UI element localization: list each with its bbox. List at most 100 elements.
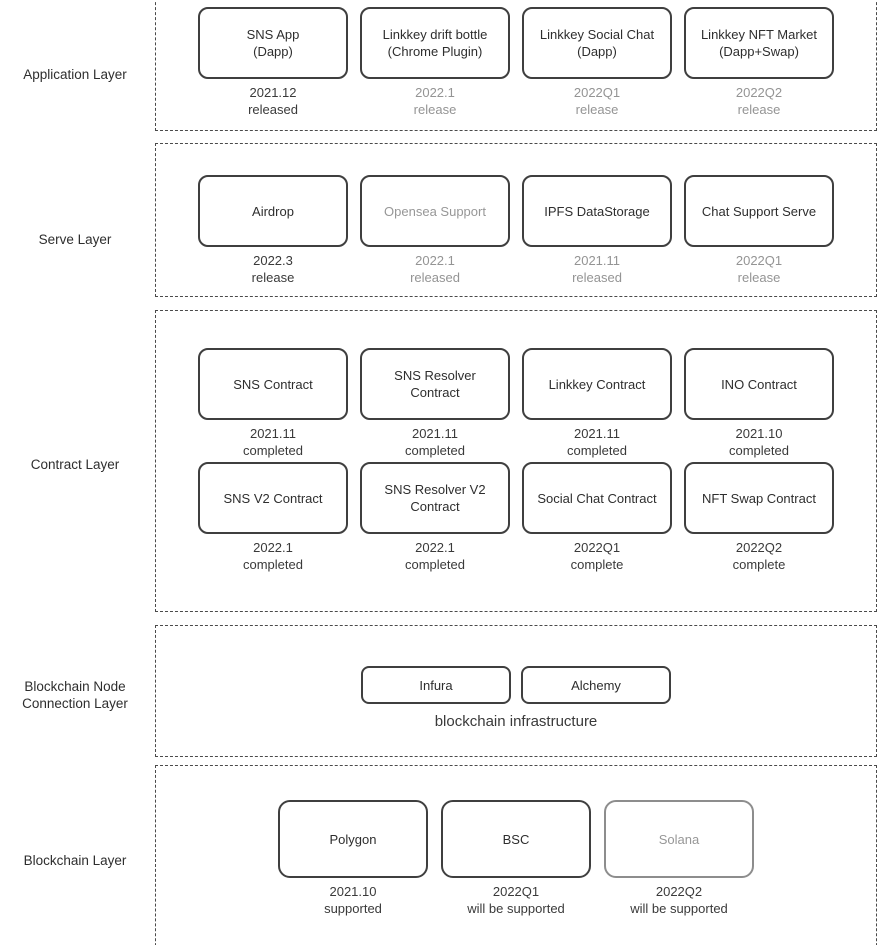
caption-status: completed (243, 443, 303, 458)
title-line: Contract (410, 499, 460, 514)
item-title: Linkkey drift bottle (Chrome Plugin) (383, 26, 488, 60)
title-line: Airdrop (252, 203, 294, 219)
item-caption: 2022.1 completed (243, 539, 303, 573)
item-box: Airdrop (198, 175, 348, 247)
item-drift-bottle: Linkkey drift bottle (Chrome Plugin) 202… (360, 7, 510, 118)
item-opensea-support: Opensea Support 2022.1 released (360, 175, 510, 286)
title-line: Linkkey NFT Market (700, 27, 818, 42)
item-box: NFT Swap Contract (684, 462, 834, 534)
caption-date: 2022Q1 (735, 253, 783, 268)
layer-label-text: Application Layer (23, 67, 127, 82)
caption-date: 2022Q2 (735, 540, 783, 555)
item-caption: 2021.11 completed (567, 425, 627, 459)
caption-status: released (410, 270, 460, 285)
title-line: SNS V2 Contract (223, 490, 323, 506)
item-box: SNS Resolver V2 Contract (360, 462, 510, 534)
title-line: Opensea Support (384, 203, 486, 219)
title-line: (Dapp) (253, 44, 293, 59)
item-box: Linkkey NFT Market (Dapp+Swap) (684, 7, 834, 79)
caption-date: 2021.10 (329, 884, 377, 899)
caption-status: completed (567, 443, 627, 458)
title-line: INO Contract (721, 376, 797, 392)
item-title: Opensea Support (384, 203, 486, 220)
caption-status: complete (570, 557, 624, 572)
caption-status: completed (405, 443, 465, 458)
layer-label-blockchain: Blockchain Layer (0, 852, 150, 869)
layer-label-text: Blockchain Layer (23, 853, 127, 868)
item-caption: 2022Q1 release (736, 252, 782, 286)
item-solana: Solana 2022Q2 will be supported (604, 800, 754, 917)
title-line: Infura (419, 677, 453, 693)
item-title: Polygon (330, 831, 377, 848)
title-line: (Dapp+Swap) (719, 44, 799, 59)
item-title: IPFS DataStorage (544, 203, 650, 220)
contract-row-1: SNS Contract 2021.11 completed SNS Resol… (156, 348, 876, 459)
item-nft-market: Linkkey NFT Market (Dapp+Swap) 2022Q2 re… (684, 7, 834, 118)
item-caption: 2022.1 released (410, 252, 460, 286)
item-box: Linkkey Contract (522, 348, 672, 420)
item-box: Solana (604, 800, 754, 878)
serve-row: Airdrop 2022.3 release Opensea Support 2… (156, 175, 876, 286)
layer-label-text: Serve Layer (38, 232, 112, 247)
caption-status: completed (729, 443, 789, 458)
item-sns-v2-contract: SNS V2 Contract 2022.1 completed (198, 462, 348, 573)
caption-status: release (251, 270, 295, 285)
item-caption: 2021.11 completed (405, 425, 465, 459)
layer-label-serve: Serve Layer (0, 231, 150, 248)
item-box: INO Contract (684, 348, 834, 420)
item-box: BSC (441, 800, 591, 878)
item-title: Airdrop (252, 203, 294, 220)
item-title: Linkkey NFT Market (Dapp+Swap) (701, 26, 817, 60)
title-line: Contract (410, 385, 460, 400)
title-line: Solana (658, 831, 700, 847)
caption-date: 2022.1 (253, 540, 293, 555)
title-line: Social Chat Contract (537, 490, 657, 506)
item-box: Chat Support Serve (684, 175, 834, 247)
item-caption: 2022.1 release (414, 84, 457, 118)
caption-date: 2021.10 (735, 426, 783, 441)
title-line: Linkkey Contract (548, 376, 646, 392)
item-caption: 2022.1 completed (405, 539, 465, 573)
item-caption: 2022.3 release (252, 252, 295, 286)
caption-status: will be supported (630, 901, 728, 916)
layer-label-text: Contract Layer (30, 457, 120, 472)
item-box: Opensea Support (360, 175, 510, 247)
contract-row-2: SNS V2 Contract 2022.1 completed SNS Res… (156, 462, 876, 573)
caption-status: release (413, 102, 457, 117)
layer-label-application: Application Layer (0, 66, 150, 83)
title-line: Linkkey drift bottle (382, 27, 488, 42)
blockchain-row: Polygon 2021.10 supported BSC 2022Q1 wil… (156, 800, 876, 917)
caption-date: 2022Q2 (735, 85, 783, 100)
item-title: SNS Resolver V2 Contract (384, 481, 485, 515)
layer-label-text: Blockchain Node (24, 679, 126, 694)
caption-status: completed (405, 557, 465, 572)
title-line: SNS Resolver V2 (384, 482, 486, 497)
item-caption: 2021.12 released (248, 84, 298, 118)
caption-status: released (572, 270, 622, 285)
layer-section-serve: Airdrop 2022.3 release Opensea Support 2… (155, 143, 877, 297)
item-title: SNS V2 Contract (224, 490, 323, 507)
item-infura: Infura (361, 666, 511, 704)
caption-date: 2021.11 (411, 426, 458, 441)
item-caption: 2022Q1 complete (571, 539, 624, 573)
caption-date: 2022.3 (253, 253, 293, 268)
item-social-chat: Linkkey Social Chat (Dapp) 2022Q1 releas… (522, 7, 672, 118)
item-title: INO Contract (721, 376, 797, 393)
item-box: SNS App (Dapp) (198, 7, 348, 79)
title-line: (Chrome Plugin) (387, 44, 483, 59)
item-nft-swap-contract: NFT Swap Contract 2022Q2 complete (684, 462, 834, 573)
item-caption: 2021.11 completed (243, 425, 303, 459)
node-row: Infura Alchemy (156, 666, 876, 704)
caption-date: 2022.1 (415, 85, 455, 100)
item-title: Linkkey Contract (549, 376, 646, 393)
item-caption: 2022Q2 release (736, 84, 782, 118)
caption-status: release (737, 102, 781, 117)
title-line: IPFS DataStorage (544, 203, 650, 219)
item-chat-support-serve: Chat Support Serve 2022Q1 release (684, 175, 834, 286)
item-ino-contract: INO Contract 2021.10 completed (684, 348, 834, 459)
caption-date: 2022Q1 (573, 85, 621, 100)
caption-date: 2021.11 (573, 253, 621, 268)
caption-status: complete (732, 557, 786, 572)
caption-status: release (575, 102, 619, 117)
item-social-chat-contract: Social Chat Contract 2022Q1 complete (522, 462, 672, 573)
